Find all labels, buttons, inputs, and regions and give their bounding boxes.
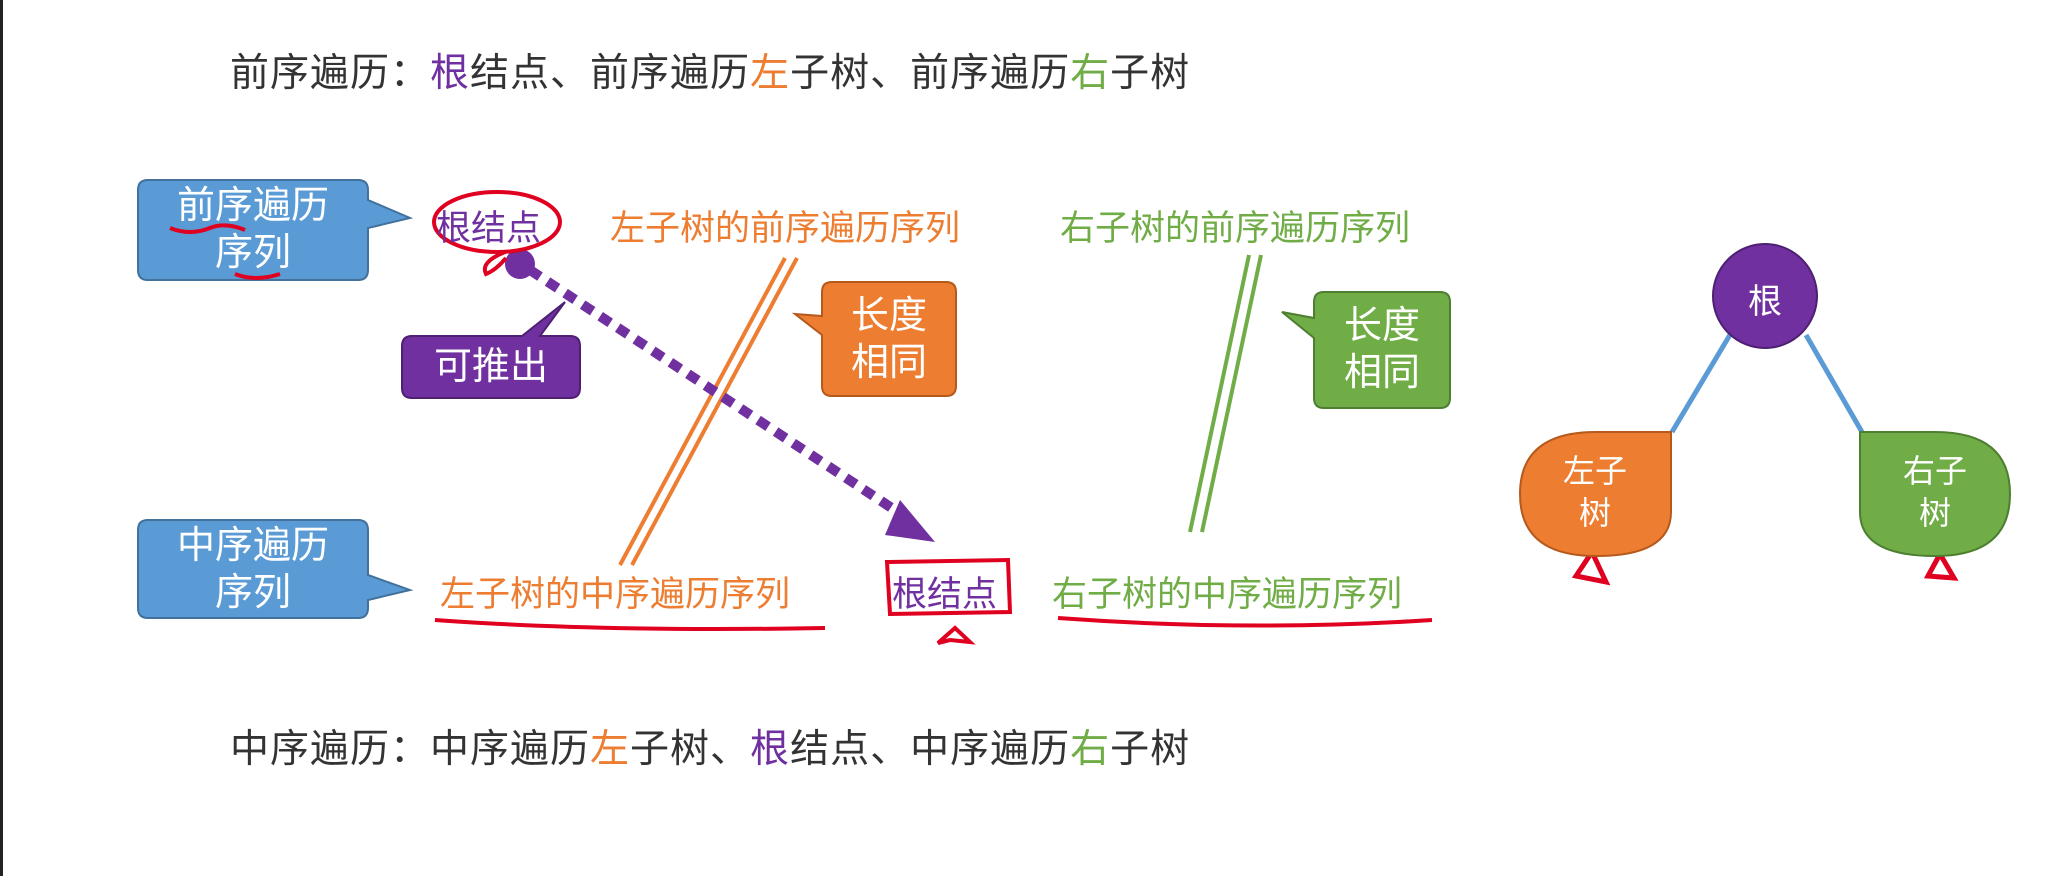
preorder-definition-part2: 子树、前序遍历 bbox=[790, 51, 1071, 96]
inorder-left-label: 左子树的中序遍历序列 bbox=[440, 575, 791, 615]
tree-root-label: 根 bbox=[1748, 282, 1782, 322]
preorder-root-label: 根结点 bbox=[436, 209, 542, 249]
orange-length-text: 长度 相同 bbox=[822, 292, 956, 386]
orange-length-line1: 长度 bbox=[850, 293, 927, 337]
footer-left-char: 左 bbox=[590, 727, 631, 772]
inorder-callout-line2: 序列 bbox=[214, 570, 291, 614]
root-char: 根 bbox=[430, 51, 471, 96]
tree-left-label: 左子 树 bbox=[1530, 450, 1660, 534]
preorder-callout-line2: 序列 bbox=[214, 230, 291, 274]
inorder-left-underline bbox=[434, 618, 826, 631]
root-circle-annotation bbox=[432, 190, 562, 254]
derive-arrowhead bbox=[885, 500, 935, 542]
inorder-callout-line1: 中序遍历 bbox=[176, 523, 329, 567]
preorder-left-label: 左子树的前序遍历序列 bbox=[610, 209, 961, 249]
tree-left-node bbox=[1518, 431, 1672, 558]
preorder-right-label: 右子树的前序遍历序列 bbox=[1060, 209, 1411, 249]
preorder-definition-part1: 结点、前序遍历 bbox=[470, 51, 751, 96]
inorder-definition-part3: 子树 bbox=[1110, 727, 1191, 772]
tree-right-node bbox=[1859, 431, 2012, 558]
derive-callout-text: 可推出 bbox=[433, 344, 548, 388]
tree-right-label-line2: 树 bbox=[1918, 494, 1951, 532]
green-length-callout-shape bbox=[1281, 291, 1451, 409]
inorder-definition-part2: 结点、中序遍历 bbox=[790, 727, 1071, 772]
inorder-callout-text: 中序遍历 序列 bbox=[138, 522, 368, 616]
preorder-callout-text: 前序遍历 序列 bbox=[138, 182, 368, 276]
orange-link-line-2 bbox=[630, 257, 799, 566]
footer-right-char: 右 bbox=[1070, 727, 1111, 772]
derive-callout-shape bbox=[401, 301, 581, 399]
tree-root-node bbox=[1712, 243, 1818, 349]
green-link-line-2 bbox=[1200, 254, 1263, 533]
inorder-root-box bbox=[884, 557, 1013, 617]
inorder-root-label: 根结点 bbox=[892, 575, 998, 615]
preorder-underline-1 bbox=[169, 223, 246, 234]
tree-right-label-line1: 右子 bbox=[1902, 452, 1967, 490]
preorder-definition: 前序遍历：根结点、前序遍历左子树、前序遍历右子树 bbox=[230, 42, 1190, 98]
green-length-line2: 相同 bbox=[1343, 350, 1420, 394]
inorder-root-triangle bbox=[936, 625, 976, 645]
left-char: 左 bbox=[750, 51, 791, 96]
orange-length-callout-shape bbox=[791, 281, 957, 397]
inorder-right-underline bbox=[1057, 616, 1433, 628]
preorder-callout-line1: 前序遍历 bbox=[176, 183, 329, 227]
tree-left-label-line2: 树 bbox=[1578, 494, 1611, 532]
left-border bbox=[0, 0, 3, 876]
derive-arrow-line bbox=[527, 265, 913, 525]
tree-edge-right bbox=[1803, 333, 1865, 434]
preorder-definition-part3: 子树 bbox=[1110, 51, 1191, 96]
tree-edge-left bbox=[1669, 316, 1743, 434]
inorder-right-label: 右子树的中序遍历序列 bbox=[1052, 575, 1403, 615]
inorder-definition: 中序遍历：中序遍历左子树、根结点、中序遍历右子树 bbox=[230, 718, 1190, 774]
preorder-definition-prefix: 前序遍历： bbox=[230, 51, 431, 96]
inorder-definition-part1: 子树、 bbox=[630, 727, 751, 772]
orange-length-line2: 相同 bbox=[850, 340, 927, 384]
root-dot bbox=[505, 249, 535, 279]
right-char: 右 bbox=[1070, 51, 1111, 96]
tree-left-label-line1: 左子 bbox=[1562, 452, 1627, 490]
green-length-text: 长度 相同 bbox=[1314, 302, 1450, 396]
left-subtree-triangle bbox=[1571, 546, 1611, 586]
inorder-definition-prefix: 中序遍历：中序遍历 bbox=[230, 727, 591, 772]
preorder-callout-shape bbox=[137, 179, 414, 281]
inorder-callout-shape bbox=[137, 519, 414, 619]
preorder-underline-2 bbox=[234, 272, 281, 280]
orange-link-line-1 bbox=[618, 257, 787, 566]
green-length-line1: 长度 bbox=[1343, 303, 1420, 347]
green-link-line-1 bbox=[1188, 254, 1251, 533]
footer-root-char: 根 bbox=[750, 727, 791, 772]
root-circle-tail bbox=[482, 250, 508, 277]
tree-right-label: 右子 树 bbox=[1870, 450, 2000, 534]
right-subtree-triangle bbox=[1923, 548, 1959, 581]
